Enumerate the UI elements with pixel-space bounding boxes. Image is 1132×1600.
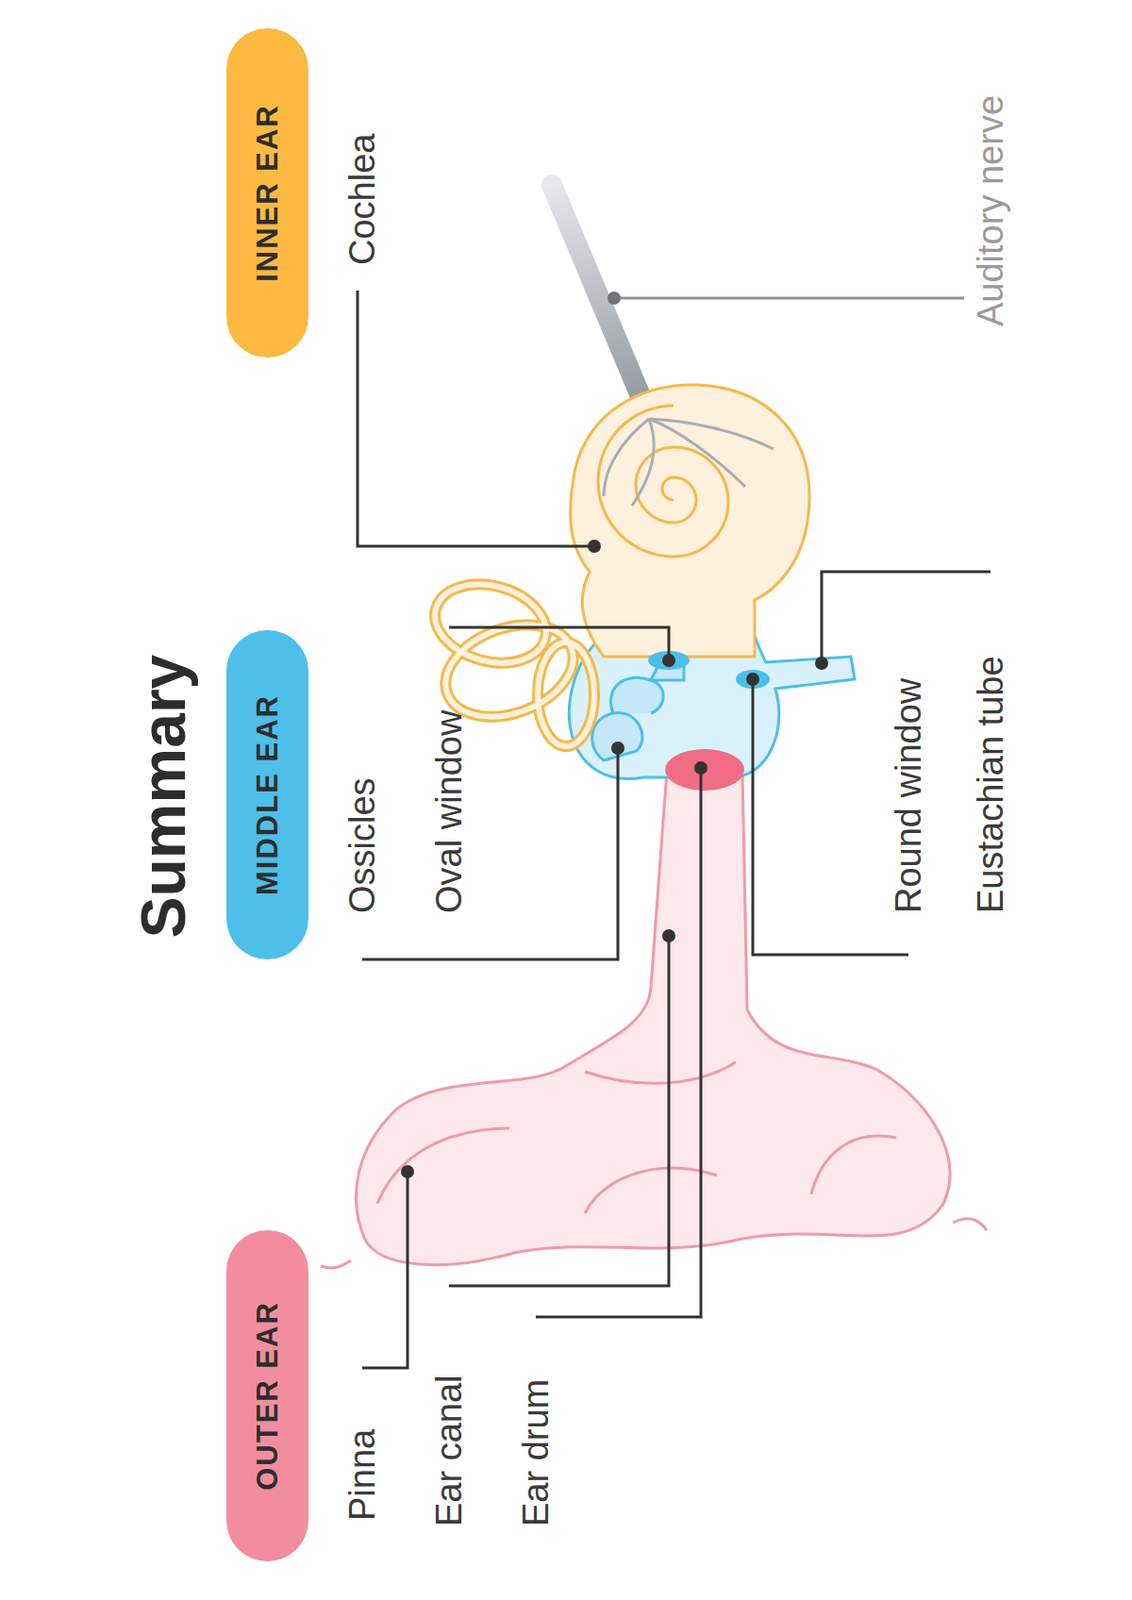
leader-lines [357, 290, 991, 1368]
pinna-edge [320, 1218, 987, 1268]
section-label: INNER EAR [250, 103, 285, 283]
leader-dot [607, 291, 621, 305]
nerve-branches [603, 418, 774, 506]
section-pill: MIDDLE EAR [226, 630, 309, 960]
auditory-nerve [551, 184, 651, 421]
oval-window-shape [648, 650, 690, 670]
section-label: MIDDLE EAR [250, 694, 285, 896]
pinna-fold [377, 1062, 897, 1214]
leader-line [614, 297, 965, 300]
leader-dots [400, 539, 829, 1179]
part-label: Auditory nerve [972, 95, 1009, 327]
section-label: OUTER EAR [250, 1300, 285, 1491]
section-pill: OUTER EAR [226, 1230, 309, 1562]
ear-drum-shape [665, 749, 745, 791]
part-label: Ear drum [517, 1379, 554, 1527]
diagram-title: Summary [127, 654, 200, 939]
part-label: Eustachian tube [972, 655, 1009, 914]
cochlea-shape [570, 384, 810, 657]
part-label: Cochlea [344, 133, 381, 266]
part-label: Ear canal [431, 1374, 467, 1527]
ossicles-shape [592, 661, 684, 761]
round-window-shape [735, 669, 770, 689]
part-label: Ossicles [344, 777, 381, 914]
section-pill: INNER EAR [226, 28, 309, 358]
part-label: Oval window [431, 710, 467, 914]
part-label: Pinna [344, 1429, 381, 1521]
part-label: Round window [890, 678, 927, 914]
